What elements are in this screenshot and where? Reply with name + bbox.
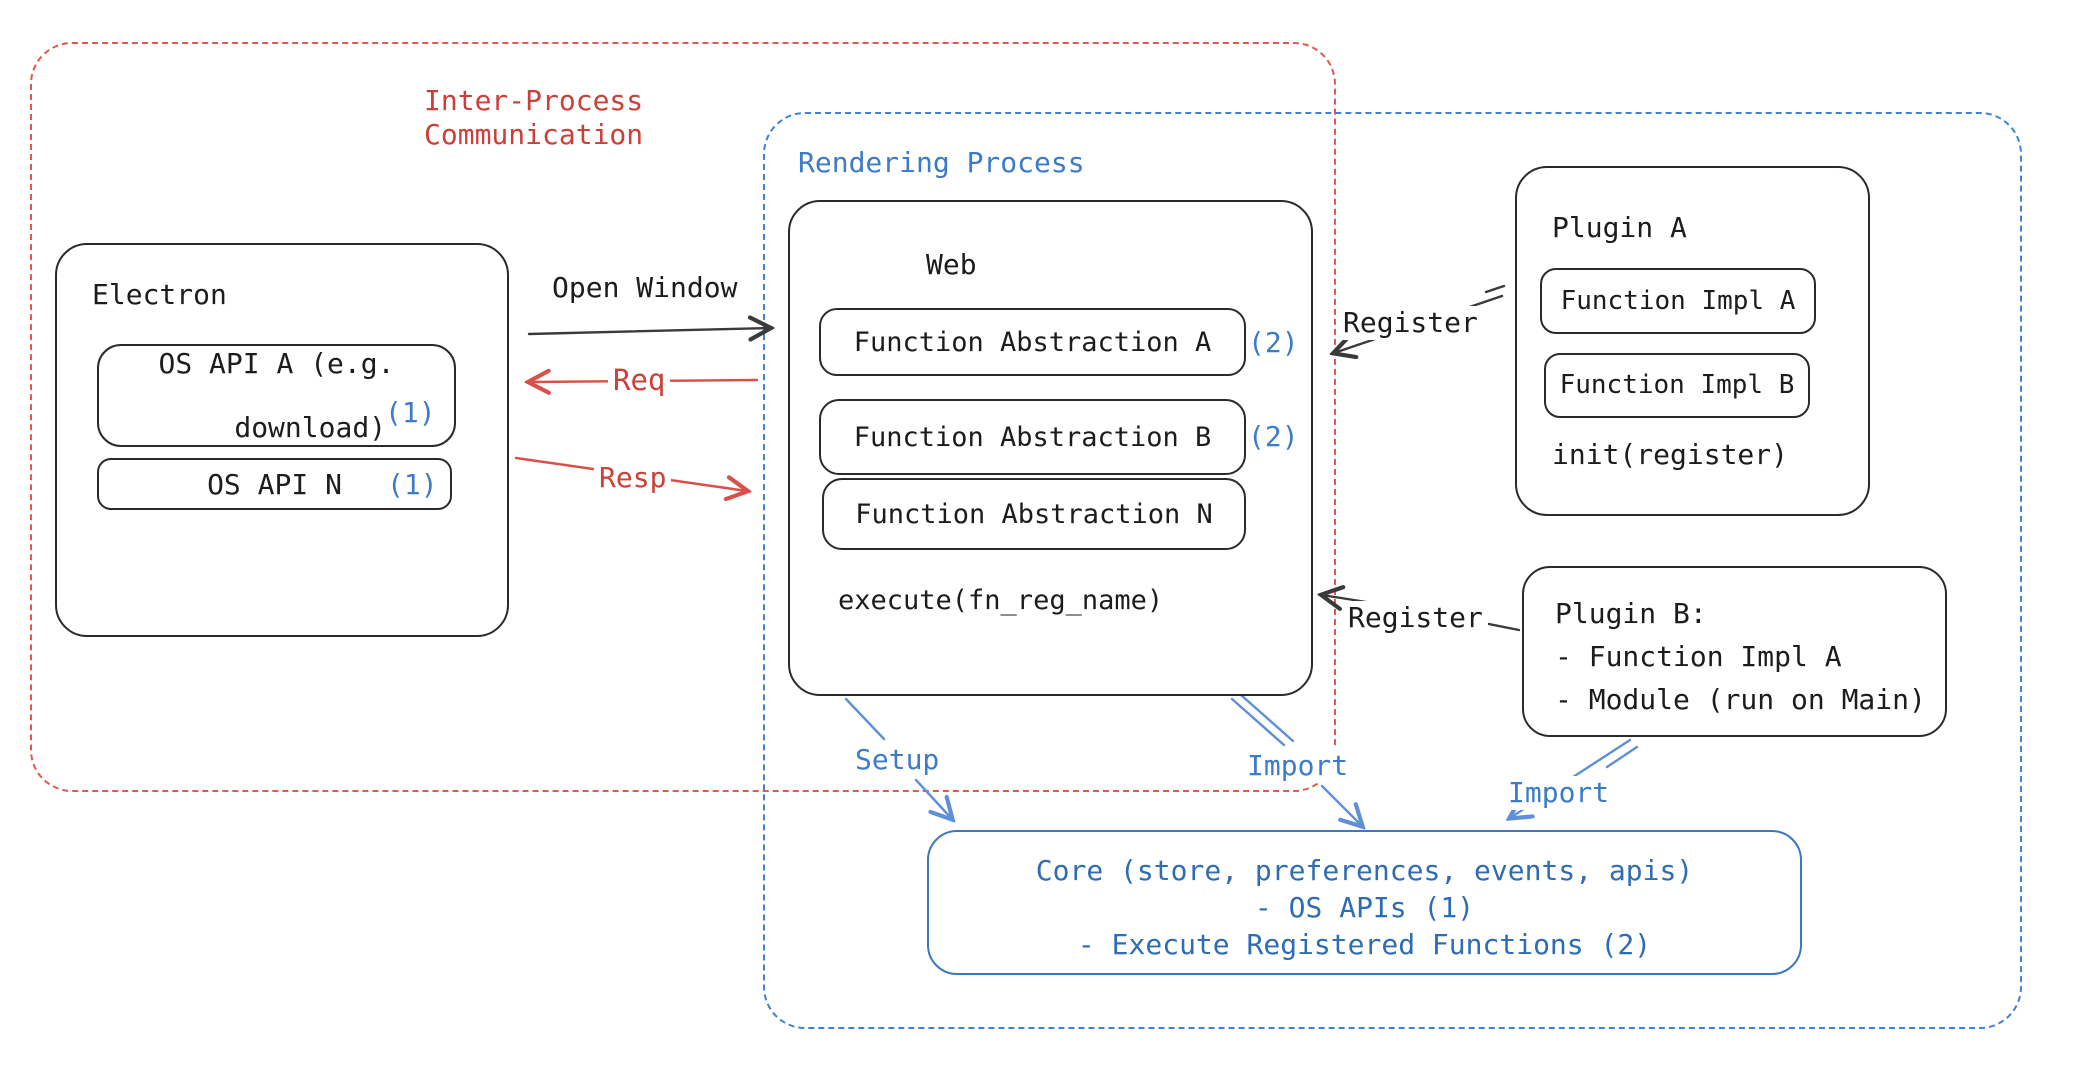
function-abstraction-a-chip: Function Abstraction A	[819, 308, 1246, 376]
plugin-b-text: Plugin B:- Function Impl A- Module (run …	[1555, 597, 1926, 716]
os-api-a-label: OS API A (e.g. download)	[158, 346, 395, 444]
req-label: Req	[608, 363, 671, 397]
os-api-n-chip: OS API N	[97, 458, 452, 510]
function-impl-a-label: Function Impl A	[1560, 285, 1796, 316]
function-abstraction-n-chip: Function Abstraction N	[822, 478, 1246, 550]
register-plugin-a-label: Register	[1338, 306, 1483, 340]
function-abstraction-b-badge: (2)	[1248, 420, 1299, 453]
init-call-label: init(register)	[1552, 438, 1789, 471]
ipc-label: Inter-Process Communication	[424, 84, 644, 151]
import-web-label: Import	[1242, 749, 1354, 783]
os-api-a-chip: OS API A (e.g. download)	[97, 344, 456, 447]
plugin-b-box	[1522, 566, 1947, 737]
function-impl-b-label: Function Impl B	[1559, 370, 1795, 400]
register-plugin-b-label: Register	[1343, 601, 1488, 635]
resp-label: Resp	[594, 461, 672, 495]
open-window-label: Open Window	[552, 271, 738, 304]
os-api-n-badge: (1)	[387, 468, 438, 501]
electron-title: Electron	[92, 278, 227, 311]
import-plugin-b-label: Import	[1503, 776, 1615, 810]
os-api-a-badge: (1)	[385, 396, 436, 429]
rendering-process-boundary	[763, 112, 2022, 1029]
function-abstraction-n-label: Function Abstraction N	[855, 498, 1213, 530]
os-api-n-label: OS API N	[207, 467, 342, 501]
function-abstraction-b-chip: Function Abstraction B	[819, 399, 1246, 475]
rendering-process-label: Rendering Process	[798, 146, 1085, 179]
plugin-a-box	[1515, 166, 1870, 516]
function-impl-a-chip: Function Impl A	[1540, 268, 1816, 334]
plugin-a-title: Plugin A	[1552, 211, 1687, 244]
execute-call-label: execute(fn_reg_name)	[838, 585, 1164, 616]
core-box: Core (store, preferences, events, apis)-…	[927, 830, 1802, 975]
function-impl-b-chip: Function Impl B	[1544, 353, 1810, 418]
web-title: Web	[926, 248, 977, 281]
function-abstraction-b-label: Function Abstraction B	[853, 421, 1212, 453]
ipc-boundary	[30, 42, 1336, 792]
function-abstraction-a-label: Function Abstraction A	[853, 326, 1212, 358]
function-abstraction-a-badge: (2)	[1248, 326, 1299, 359]
setup-label: Setup	[850, 743, 945, 777]
